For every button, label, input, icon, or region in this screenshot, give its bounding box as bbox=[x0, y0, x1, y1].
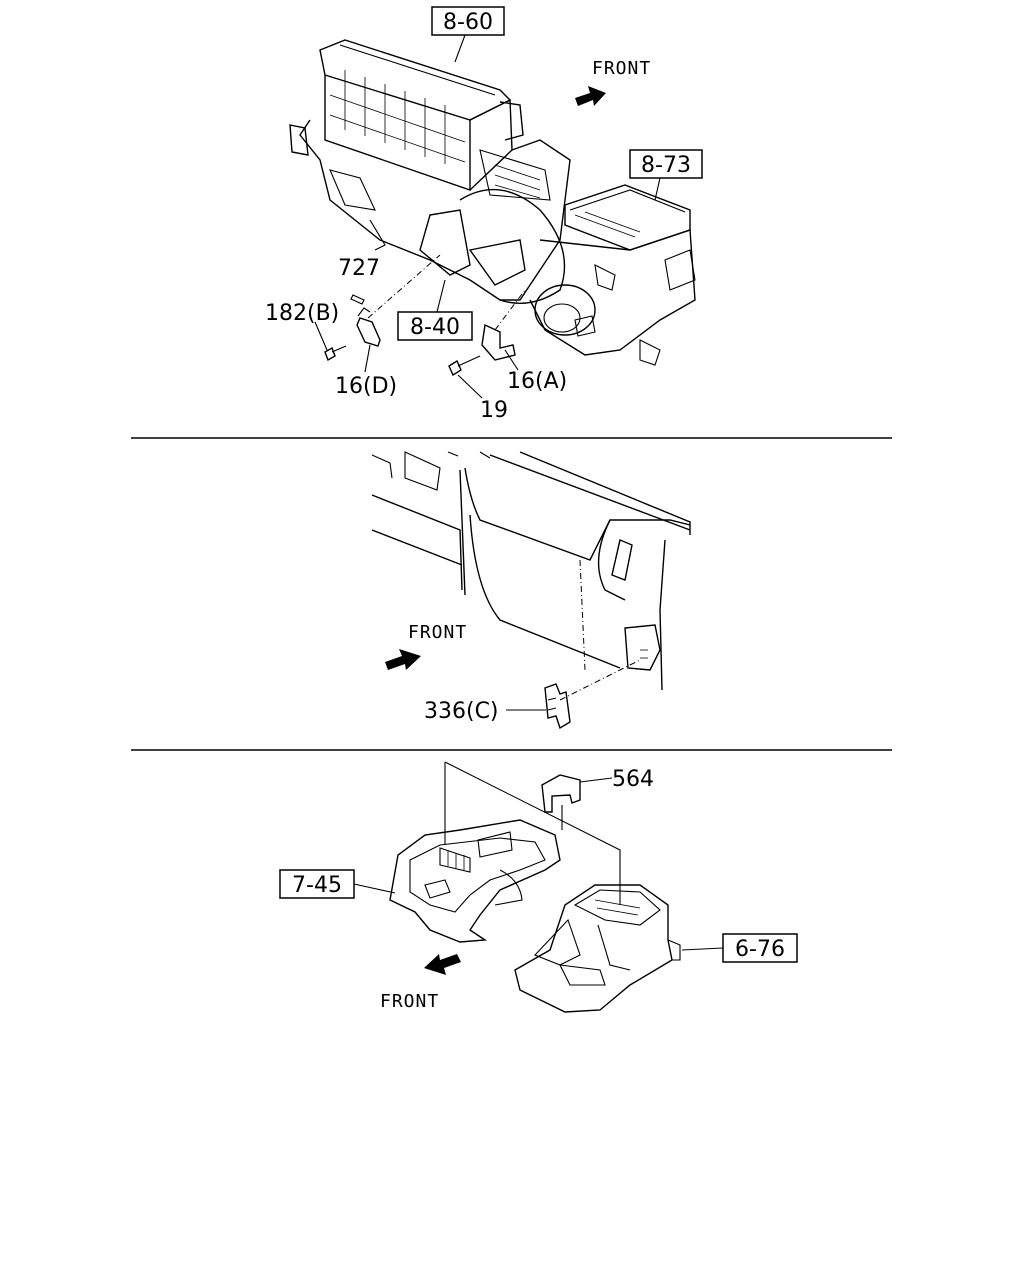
instrument-panel-drawing bbox=[371, 451, 691, 691]
ref-8-73-label: 8-73 bbox=[641, 153, 691, 178]
part-336c-label: 336(C) bbox=[424, 699, 499, 724]
front-console-drawing bbox=[389, 819, 561, 943]
front-arrow-top: FRONT bbox=[575, 58, 651, 106]
ref-box-8-40[interactable]: 8-40 bbox=[397, 279, 473, 341]
part-564-label: 564 bbox=[612, 767, 654, 792]
clip-336c[interactable]: 336(C) bbox=[424, 659, 641, 730]
hvac-unit-drawing bbox=[289, 39, 696, 366]
front-label-top: FRONT bbox=[592, 58, 651, 79]
hvac-unit-section: FRONT 8-60 8-73 8-40 727 bbox=[265, 6, 703, 423]
ref-6-76-label: 6-76 bbox=[735, 937, 785, 962]
ref-box-8-73[interactable]: 8-73 bbox=[629, 149, 703, 201]
ref-8-40-label: 8-40 bbox=[410, 315, 460, 340]
rear-console-drawing bbox=[514, 884, 681, 1013]
front-arrow-bottom: FRONT bbox=[380, 954, 461, 1012]
console-section: 564 7-45 6-76 FRONT bbox=[279, 761, 798, 1013]
glove-box-section: FRONT 336(C) bbox=[371, 451, 691, 730]
part-727-label: 727 bbox=[338, 256, 380, 281]
part-727[interactable]: 727 bbox=[338, 256, 380, 305]
bracket-16d[interactable]: 16(D) bbox=[335, 307, 397, 399]
front-label-middle: FRONT bbox=[408, 622, 467, 643]
front-arrow-middle: FRONT bbox=[385, 622, 467, 670]
ref-box-6-76[interactable]: 6-76 bbox=[681, 933, 798, 963]
part-16a-label: 16(A) bbox=[507, 369, 567, 394]
part-19-label: 19 bbox=[480, 398, 508, 423]
ref-box-8-60[interactable]: 8-60 bbox=[431, 6, 505, 63]
bracket-564[interactable]: 564 bbox=[541, 767, 654, 813]
ref-box-7-45[interactable]: 7-45 bbox=[279, 869, 396, 899]
screw-19[interactable]: 19 bbox=[448, 355, 508, 423]
ref-8-60-label: 8-60 bbox=[443, 10, 493, 35]
front-label-bottom: FRONT bbox=[380, 991, 439, 1012]
part-182b-label: 182(B) bbox=[265, 301, 339, 326]
ref-7-45-label: 7-45 bbox=[292, 873, 342, 898]
bracket-16a[interactable]: 16(A) bbox=[481, 323, 567, 394]
screw-182b[interactable]: 182(B) bbox=[265, 301, 347, 362]
part-16d-label: 16(D) bbox=[335, 374, 397, 399]
